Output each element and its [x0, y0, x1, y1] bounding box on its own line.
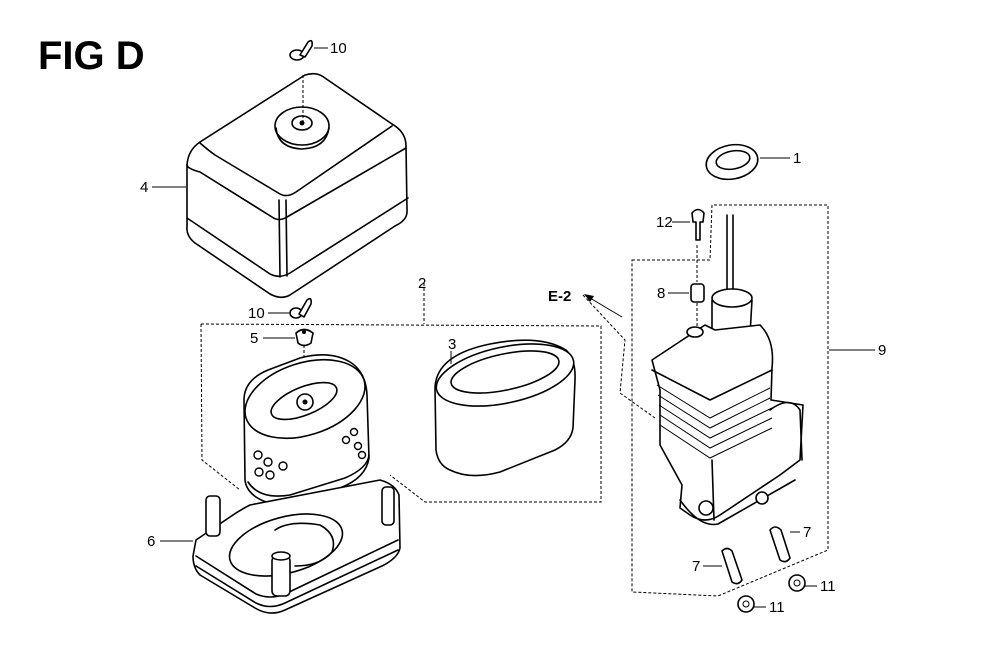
callout-1: 1	[793, 150, 802, 167]
bolt-12	[672, 208, 705, 282]
callout-7-right: 7	[803, 524, 812, 541]
wing-nut-top	[289, 39, 328, 61]
air-cleaner-base	[160, 479, 401, 614]
callout-5: 5	[250, 330, 259, 347]
callout-2: 2	[418, 275, 427, 292]
callout-11-right: 11	[820, 578, 836, 595]
assembly-9-bracket	[631, 204, 875, 597]
stud-7-right	[769, 526, 800, 563]
wing-nut-lower	[268, 297, 312, 319]
foam-filter	[434, 339, 576, 477]
nut-11-right	[788, 574, 817, 592]
cross-reference-arrow	[584, 294, 623, 318]
assembly-2-bracket	[200, 283, 602, 503]
callout-11-left: 11	[769, 599, 785, 616]
stud-7-left	[703, 547, 743, 585]
callout-4: 4	[140, 179, 149, 196]
callout-6: 6	[147, 533, 156, 550]
callout-12: 12	[656, 214, 673, 231]
callout-10-top: 10	[330, 40, 347, 57]
figure-title: FIG D	[38, 34, 145, 78]
nut-11-left	[737, 595, 766, 613]
cross-reference-label: E-2	[548, 288, 572, 305]
cylinder-housing	[582, 214, 804, 526]
callout-10-lower: 10	[248, 305, 265, 322]
callout-8: 8	[657, 285, 666, 302]
collar-8	[668, 283, 705, 328]
gasket-ring	[705, 143, 790, 181]
callout-7-left: 7	[692, 558, 701, 575]
callout-3: 3	[448, 336, 457, 353]
filter-element	[243, 354, 370, 505]
air-cleaner-cover	[152, 72, 409, 299]
callout-9: 9	[878, 342, 887, 359]
